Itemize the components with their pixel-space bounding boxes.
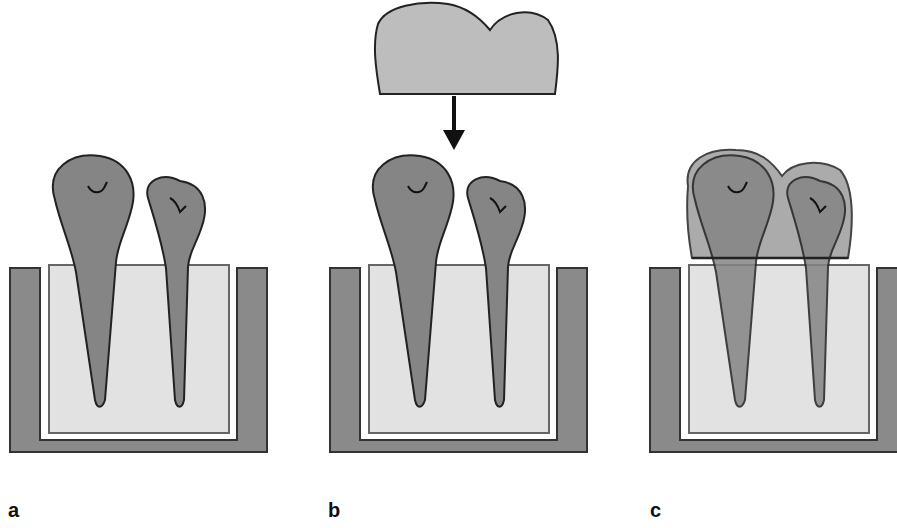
panel-a [10, 155, 267, 452]
panel-letter: c [650, 500, 661, 520]
panel-b [330, 3, 587, 452]
panel-letter: a [8, 500, 19, 520]
panel-c [650, 150, 897, 452]
panel-letter: b [328, 500, 340, 520]
